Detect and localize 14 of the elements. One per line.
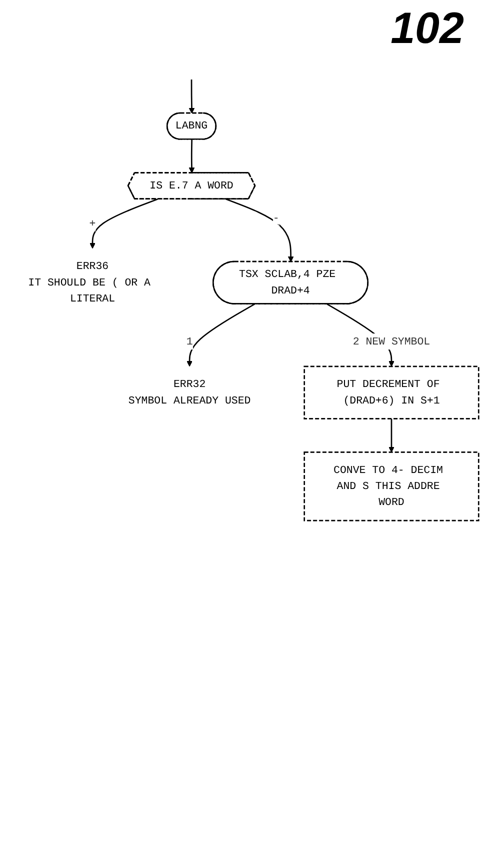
edge-label: 2 NEW SYMBOL — [352, 336, 430, 348]
arrow — [188, 139, 195, 174]
edge-label: + — [89, 218, 96, 230]
node-text: ERR32 SYMBOL ALREADY USED — [128, 378, 251, 407]
arrow — [226, 198, 294, 262]
edge-label: 1 — [186, 336, 193, 348]
node-box: CONVE TO 4- DECIM AND S THIS ADDRE WORD — [304, 452, 480, 522]
node-text: ERR36 IT SHOULD BE ( OR A LITERAL — [28, 260, 150, 305]
arrow — [186, 303, 256, 367]
node-box: PUT DECREMENT OF (DRAD+6) IN S+1 — [304, 366, 480, 420]
arrow — [388, 418, 394, 452]
page-number: 102 — [390, 4, 464, 54]
arrow — [188, 79, 195, 114]
edge-label: - — [272, 212, 280, 224]
